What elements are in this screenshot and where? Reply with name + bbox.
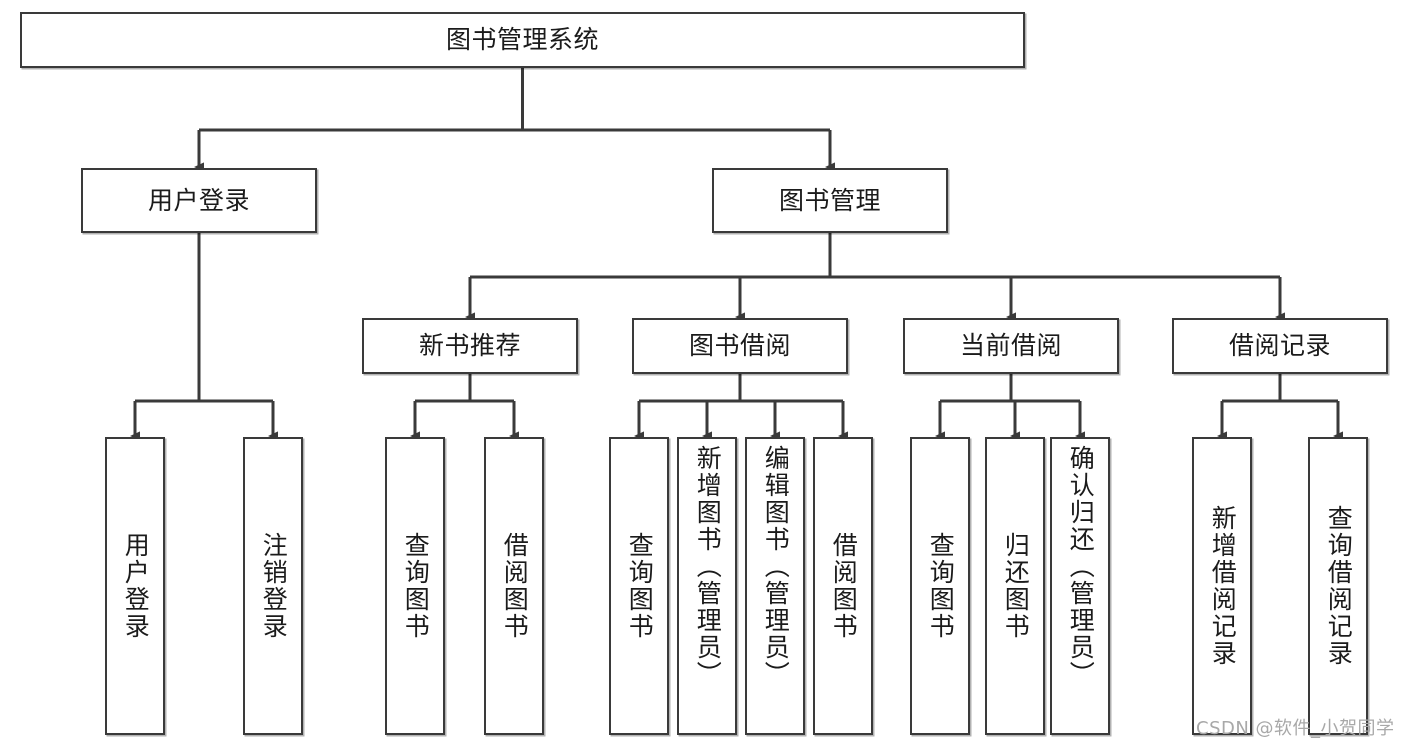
node-leaf-query-book-cur[interactable]: 查询图书 (910, 437, 970, 735)
node-borrow-record[interactable]: 借阅记录 (1172, 318, 1388, 374)
node-leaf-query-book-borrow[interactable]: 查询图书 (609, 437, 669, 735)
edge-bus-borrow-record (1222, 374, 1338, 403)
edge-bus-root (199, 68, 830, 132)
node-label: 编辑图书（管理员） (761, 445, 791, 688)
node-label: 借阅图书 (500, 532, 530, 640)
node-label: 查询图书 (401, 532, 431, 640)
node-leaf-add-book[interactable]: 新增图书（管理员） (677, 437, 737, 735)
edge-bus-book-management (470, 233, 1280, 279)
node-label: 查询图书 (926, 532, 956, 640)
node-leaf-return-book[interactable]: 归还图书 (985, 437, 1045, 735)
node-leaf-borrow-book[interactable]: 借阅图书 (813, 437, 873, 735)
node-leaf-confirm-return[interactable]: 确认归还（管理员） (1050, 437, 1110, 735)
node-label: 注销登录 (259, 532, 289, 640)
edge-bus-new-book-recommend (415, 374, 514, 403)
node-label: 确认归还（管理员） (1066, 445, 1096, 688)
node-label: 图书借阅 (688, 331, 791, 361)
node-book-management[interactable]: 图书管理 (712, 168, 948, 233)
node-label: 用户登录 (147, 185, 250, 215)
csdn-watermark: CSDN @软件_小贺同学 (1196, 718, 1395, 739)
node-label: 用户登录 (121, 532, 151, 640)
node-current-borrow[interactable]: 当前借阅 (903, 318, 1119, 374)
node-leaf-query-record[interactable]: 查询借阅记录 (1308, 437, 1368, 735)
node-label: 新书推荐 (418, 331, 521, 361)
node-leaf-query-book-rec[interactable]: 查询图书 (385, 437, 445, 735)
node-label: 当前借阅 (959, 331, 1062, 361)
node-label: 图书管理 (778, 185, 881, 215)
node-leaf-add-record[interactable]: 新增借阅记录 (1192, 437, 1252, 735)
node-root[interactable]: 图书管理系统 (20, 12, 1025, 68)
node-leaf-borrow-book-rec[interactable]: 借阅图书 (484, 437, 544, 735)
node-leaf-user-login[interactable]: 用户登录 (105, 437, 165, 735)
edge-bus-book-borrow (639, 374, 843, 403)
node-label: 新增借阅记录 (1208, 505, 1238, 667)
node-leaf-user-logout[interactable]: 注销登录 (243, 437, 303, 735)
node-user-login[interactable]: 用户登录 (81, 168, 317, 233)
node-label: 新增图书（管理员） (693, 445, 723, 688)
node-label: 查询图书 (625, 532, 655, 640)
edge-bus-user-login (135, 233, 273, 403)
node-label: 查询借阅记录 (1324, 505, 1354, 667)
node-label: 图书管理系统 (445, 25, 599, 55)
node-new-book-recommend[interactable]: 新书推荐 (362, 318, 578, 374)
node-label: 归还图书 (1001, 532, 1031, 640)
node-label: 借阅记录 (1228, 331, 1331, 361)
node-book-borrow[interactable]: 图书借阅 (632, 318, 848, 374)
node-label: 借阅图书 (829, 532, 859, 640)
node-leaf-edit-book[interactable]: 编辑图书（管理员） (745, 437, 805, 735)
edge-bus-current-borrow (940, 374, 1080, 403)
